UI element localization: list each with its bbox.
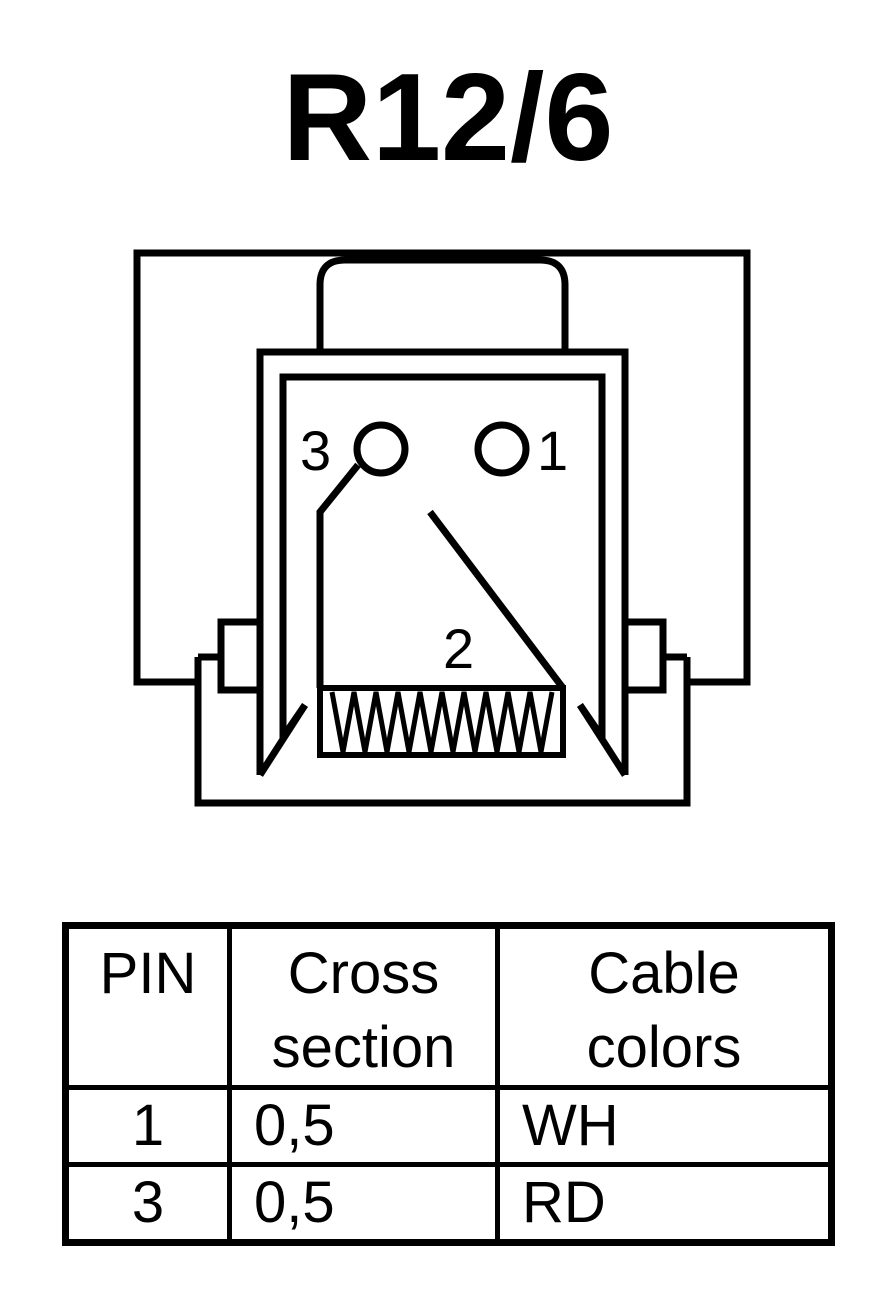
lower-bracket [198,653,260,694]
top-tab [316,256,569,352]
cell-color: RD [495,1161,834,1246]
pin-1-label: 1 [537,419,568,482]
base-bracket [217,618,260,657]
cell-pin: 3 [63,1161,232,1246]
header-cable-colors: Cable colors [495,923,834,1090]
right-latch [577,703,628,777]
table-row: 3 0,5 RD [63,1161,834,1246]
cell-cross-section: 0,5 [227,1161,500,1246]
outer-housing [133,249,751,686]
left-latch [257,703,308,777]
cell-cross-section: 0,5 [227,1085,500,1167]
base-bracket-right [625,618,667,657]
cell-pin: 1 [63,1085,232,1167]
table-row: 1 0,5 WH [63,1085,834,1167]
diagram-title: R12/6 [282,49,614,187]
base-plate [194,657,691,807]
pin-table: PIN Cross section Cable colors 1 0,5 WH … [62,922,835,1246]
header-cross-section: Cross section [227,923,500,1090]
pin-1-contact [474,421,530,477]
spring-contact-zigzag [329,691,555,753]
cell-color: WH [495,1085,834,1167]
table-header-row: PIN Cross section Cable colors [63,923,834,1090]
connector-diagram: 3 1 2 [133,249,751,807]
pin-3-wire [316,462,361,688]
insert-outer-frame [256,348,629,775]
spring-contact-box [317,685,566,758]
lower-bracket-right [625,653,687,694]
pin-2-label: 2 [443,617,474,680]
pin-3-label: 3 [300,419,331,482]
pin-3-contact [353,421,409,477]
header-pin: PIN [63,923,232,1090]
pin-2-ground-line [427,509,566,691]
